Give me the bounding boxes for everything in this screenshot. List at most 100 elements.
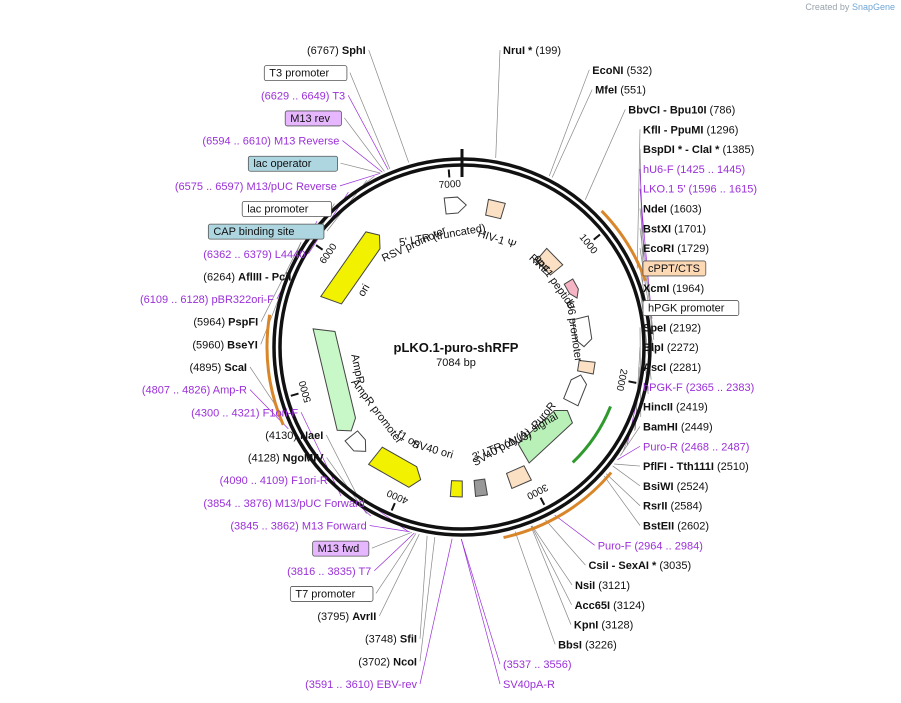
feature-box: [207, 223, 325, 240]
site-label: EcoNI (532): [592, 65, 652, 77]
site-nsii: NsiI (3121): [575, 580, 630, 592]
enzyme-name: ScaI: [224, 362, 247, 374]
enzyme-name: BbvCI - Bpu10I: [628, 104, 706, 116]
site-acc65i: Acc65I (3124): [575, 600, 645, 612]
enzyme-name: SfiI: [400, 634, 417, 646]
site-rsrii: RsrII (2584): [643, 501, 702, 513]
leader-line: [551, 89, 593, 178]
enzyme-coord: (2192): [666, 322, 701, 334]
enzyme-coord: (3795): [317, 611, 352, 623]
site-bsteii: BstEII (2602): [643, 521, 709, 533]
feature-box: [263, 65, 348, 82]
site-bstxi: BstXI (1701): [643, 223, 706, 235]
feature-t7-promoter: T7 promoter: [289, 586, 374, 602]
enzyme-coord: (2419): [673, 402, 708, 414]
feature-label: M13 fwd: [318, 543, 360, 555]
primer-3845-3862-m13-forward: (3845 .. 3862) M13 Forward: [230, 521, 366, 533]
site-label: BamHI (2449): [643, 421, 713, 433]
enzyme-name: EcoRI: [643, 243, 674, 255]
ampr-promoter-feature: [344, 430, 367, 452]
site-label: NdeI (1603): [643, 204, 702, 216]
leader-line: [639, 248, 655, 340]
site-sphi: (6767) SphI: [307, 45, 366, 57]
enzyme-name: BspDI * - ClaI *: [643, 144, 720, 156]
enzyme-coord: (5960): [192, 339, 227, 351]
feature-box: [642, 300, 740, 316]
primer-label: (6594 .. 6610) M13 Reverse: [202, 136, 339, 148]
feature-box: [241, 201, 332, 217]
site-bbsi: BbsI (3226): [558, 639, 617, 651]
gp41-feature: [563, 278, 579, 299]
site-label: BstXI (1701): [643, 223, 706, 235]
enzyme-coord: (2449): [678, 421, 713, 433]
f1-ori-feature: [367, 446, 422, 488]
enzyme-coord: (199): [532, 45, 561, 57]
site-bspdi-clai: BspDI * - ClaI * (1385): [643, 144, 754, 156]
feature-lac-operator: lac operator: [247, 155, 338, 172]
feature-m13-rev: M13 rev: [284, 110, 342, 127]
tick-label: 3000: [524, 481, 549, 501]
enzyme-name: HincII: [643, 402, 673, 414]
enzyme-coord: (3226): [582, 639, 617, 651]
credit-line: Created by SnapGene: [805, 2, 895, 12]
site-label: BstEII (2602): [643, 521, 709, 533]
ltr-feature: [485, 198, 506, 220]
enzyme-name: NaeI: [300, 430, 323, 442]
site-sfii: (3748) SfiI: [365, 634, 417, 646]
enzyme-name: MfeI: [595, 85, 617, 97]
enzyme-coord: (2510): [714, 461, 749, 473]
feature-box: [642, 260, 707, 277]
primer-label: (4090 .. 4109) F1ori-R: [220, 475, 328, 487]
inner-label-ampr: AmpR: [348, 353, 366, 385]
leader-line: [636, 129, 641, 269]
enzyme-name: KflI - PpuMI: [643, 124, 704, 136]
primer-4807-4826-amp-r: (4807 .. 4826) Amp-R: [142, 385, 247, 397]
site-afliii-pcii: (6264) AflIII - PciI: [203, 271, 291, 283]
leader-line: [419, 538, 453, 685]
cppt-feature: [577, 359, 596, 375]
plasmid-size: 7084 bp: [436, 357, 476, 369]
enzyme-coord: (1603): [667, 204, 702, 216]
credit-prefix: Created by: [805, 2, 850, 12]
feature-m13-fwd: M13 fwd: [312, 540, 370, 557]
leader-line: [260, 242, 302, 322]
enzyme-name: KpnI: [574, 620, 598, 632]
site-label: PflFI - Tth111I (2510): [643, 461, 749, 473]
feature-box: [247, 155, 338, 172]
site-naei: (4130) NaeI: [265, 430, 323, 442]
site-label: (4128) NgoMIV: [248, 453, 324, 465]
primer-3854-3876-m13-puc-forward: (3854 .. 3876) M13/pUC Forward: [203, 498, 364, 510]
enzyme-coord: (3748): [365, 634, 400, 646]
primer-hpgk-f-2365-2383: hPGK-F (2365 .. 2383): [643, 382, 754, 394]
tick-label: 1000: [577, 232, 600, 257]
leader-line: [603, 475, 641, 526]
tick-mark: [290, 392, 299, 397]
puror-feature: [517, 409, 574, 464]
sv40-ori-feature: [449, 480, 463, 498]
primer-3537-3556: (3537 .. 3556): [503, 659, 572, 671]
enzyme-coord: (4895): [190, 362, 225, 374]
primer-6575-6597-m13-puc-reverse: (6575 .. 6597) M13/pUC Reverse: [175, 181, 337, 193]
leader-line: [419, 535, 428, 639]
leader-line: [614, 463, 641, 467]
enzyme-coord: (1729): [674, 243, 709, 255]
leader-line: [371, 532, 412, 549]
feature-label: lac promoter: [247, 204, 308, 216]
tick-label: 6000: [318, 241, 340, 266]
primer-label: hPGK-F (2365 .. 2383): [643, 382, 754, 394]
site-asci: AscI (2281): [643, 362, 701, 374]
primer-4300-4321-f1ori-f: (4300 .. 4321) F1ori-F: [191, 407, 298, 419]
ampr-feature: [312, 328, 357, 432]
leader-line: [460, 538, 501, 685]
enzyme-coord: (3702): [358, 656, 393, 668]
leader-line: [340, 162, 381, 174]
enzyme-name: BseYI: [227, 339, 258, 351]
hpgk-feature: [563, 374, 588, 407]
enzyme-name: NcoI: [393, 656, 417, 668]
enzyme-name: NsiI: [575, 580, 595, 592]
sv40-pa-feature: [473, 478, 489, 497]
site-label: BsiWI (2524): [643, 481, 708, 493]
feature-arc-outer: [503, 471, 613, 539]
site-xcmi: XcmI (1964): [643, 283, 704, 295]
leader-line: [548, 69, 590, 177]
